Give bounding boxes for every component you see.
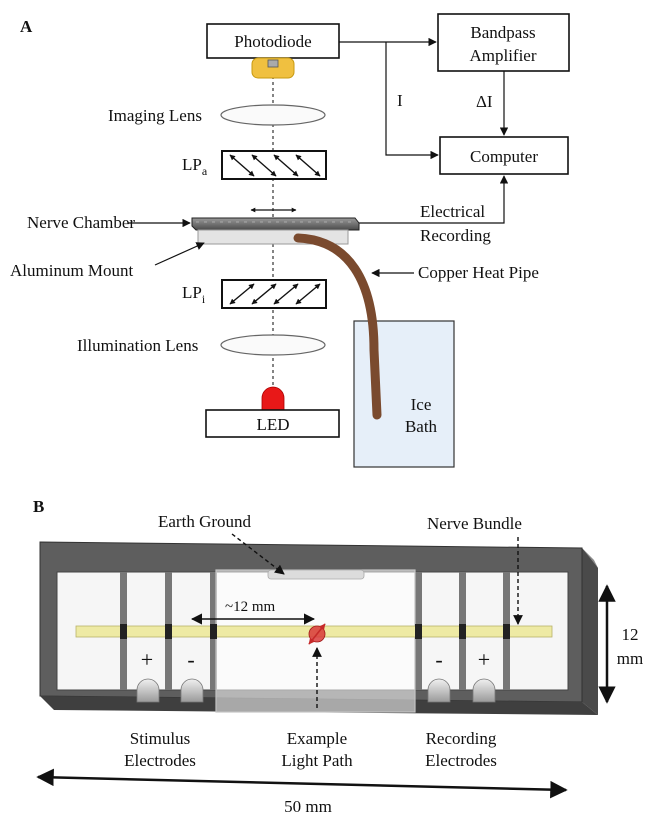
earth-ground-pointer	[231, 533, 285, 575]
illumination-lens	[220, 334, 326, 356]
panel-b-label: B	[33, 497, 44, 516]
led-bulb	[261, 386, 285, 411]
stimulus-label-line1: Stimulus	[130, 729, 190, 748]
height-unit: mm	[617, 649, 643, 668]
example-light-label-line1: Example	[287, 729, 347, 748]
imaging-lens-label: Imaging Lens	[108, 106, 202, 125]
light-spot	[308, 623, 326, 645]
stimulus-label-line2: Electrodes	[124, 751, 196, 770]
polarizer-input	[221, 279, 327, 309]
stimulus-minus: -	[187, 647, 194, 672]
lp-i-label: LPi	[182, 283, 206, 306]
photodiode-sensor	[251, 57, 295, 79]
earth-ground-label: Earth Ground	[158, 512, 252, 531]
ice-bath-label-line1: Ice	[411, 395, 432, 414]
amplifier-box	[437, 13, 570, 72]
recording-label-line2: Electrodes	[425, 751, 497, 770]
example-light-label-line2: Light Path	[281, 751, 353, 770]
amplifier-label-line2: Amplifier	[469, 46, 536, 65]
recording-minus: -	[435, 647, 442, 672]
signal-delta-i-label: ΔI	[476, 92, 493, 111]
recording-plus: +	[478, 647, 490, 672]
amplifier-label-line1: Bandpass	[470, 23, 535, 42]
photodiode-box	[206, 23, 340, 59]
width-arrow	[36, 768, 568, 799]
copper-heat-pipe	[293, 233, 382, 420]
height-value: 12	[622, 625, 639, 644]
imaging-lens	[220, 104, 326, 126]
heat-pipe-label: Copper Heat Pipe	[418, 263, 539, 282]
ice-bath-label-line2: Bath	[405, 417, 438, 436]
stimulus-plus: +	[141, 647, 153, 672]
electrical-label-line2: Recording	[420, 226, 491, 245]
photodiode-label: Photodiode	[234, 32, 311, 51]
nerve-chamber	[191, 217, 360, 231]
nerve-bundle-label: Nerve Bundle	[427, 514, 522, 533]
distance-label: ~12 mm	[225, 599, 276, 615]
computer-label: Computer	[470, 147, 538, 166]
electrical-recording-arrow	[355, 175, 509, 224]
panel-a-label: A	[20, 17, 33, 36]
aluminum-mount-label: Aluminum Mount	[10, 261, 134, 280]
recording-label-line1: Recording	[426, 729, 497, 748]
ice-bath	[353, 320, 455, 468]
width-label: 50 mm	[284, 797, 332, 816]
nerve-chamber-label: Nerve Chamber	[27, 213, 135, 232]
electrode-clamps	[120, 624, 510, 639]
illumination-lens-label: Illumination Lens	[77, 336, 198, 355]
led-box	[205, 409, 340, 438]
photodiode-to-computer-arrow	[385, 42, 439, 160]
electrical-label-line1: Electrical	[420, 202, 485, 221]
lp-a-label: LPa	[182, 155, 208, 178]
ground-plate	[267, 569, 365, 580]
signal-i-label: I	[397, 91, 403, 110]
electrode-bulbs	[136, 678, 496, 703]
led-label: LED	[256, 415, 289, 434]
computer-box	[439, 136, 569, 175]
polarizer-analyzer	[221, 150, 327, 180]
aluminum-mount-pointer	[154, 242, 205, 266]
